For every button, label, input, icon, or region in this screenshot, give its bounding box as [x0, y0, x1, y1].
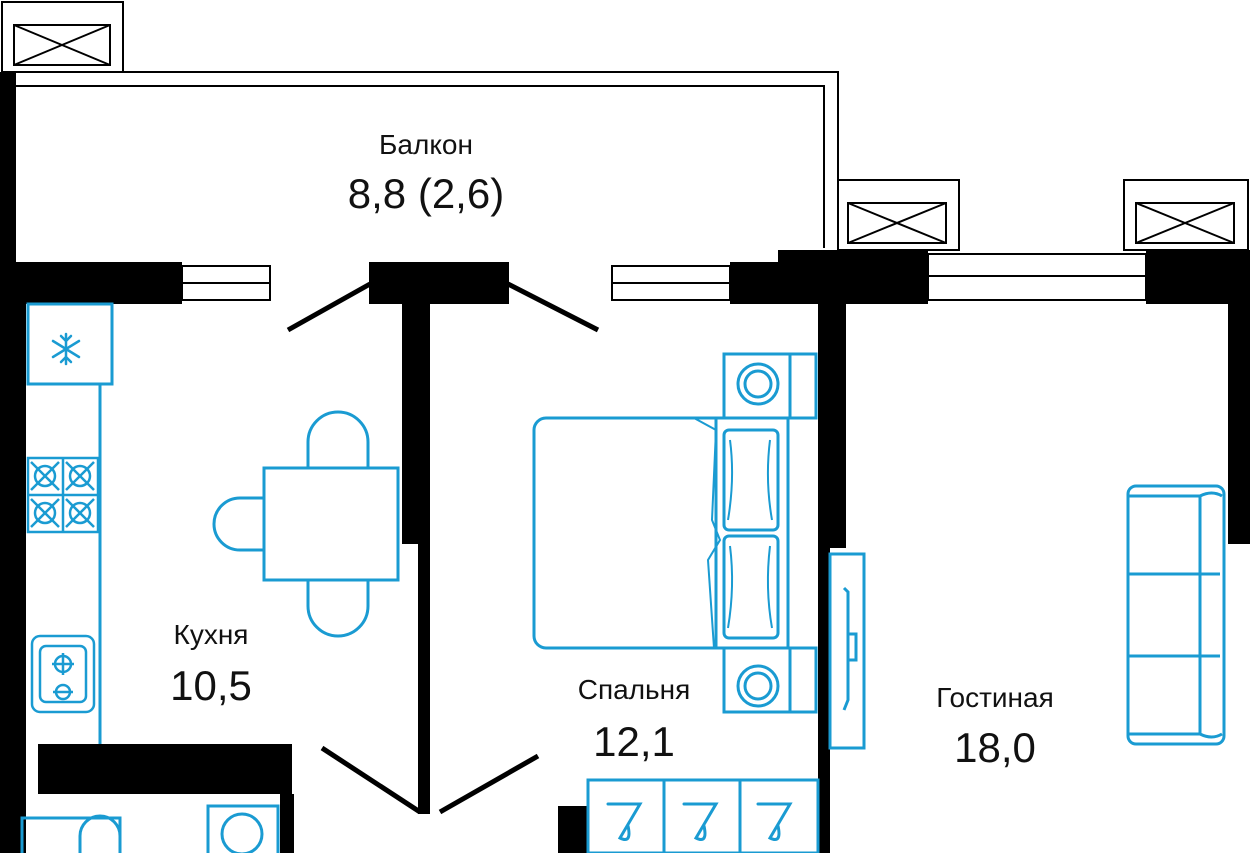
vent-grille-icon	[1, 1, 124, 73]
balcony-parapet	[10, 71, 839, 248]
window	[181, 265, 271, 301]
bathroom-fixtures	[20, 804, 280, 853]
nightstand	[722, 352, 818, 420]
sink-icon	[30, 634, 96, 714]
balcony-area: 8,8 (2,6)	[348, 170, 504, 217]
wardrobe	[586, 778, 820, 853]
balcony-name: Балкон	[379, 129, 473, 160]
window	[611, 265, 731, 301]
snowflake-icon	[51, 332, 81, 366]
walls	[0, 72, 1250, 853]
sofa	[1126, 484, 1226, 746]
bedroom-area: 12,1	[593, 718, 675, 765]
tv-stand	[828, 552, 866, 750]
double-bed	[532, 416, 790, 650]
hanger-icon	[606, 802, 793, 841]
stove-burners-icon	[26, 456, 100, 534]
living-name: Гостиная	[936, 682, 1054, 713]
door-swing	[286, 281, 600, 815]
nightstand	[722, 646, 818, 714]
kitchen-name: Кухня	[174, 619, 249, 650]
dining-table	[212, 410, 400, 638]
vent-grille-icon	[1123, 179, 1249, 251]
bedroom-name: Спальня	[578, 674, 691, 705]
kitchen-area: 10,5	[170, 662, 252, 709]
window	[927, 253, 1147, 301]
living-area: 18,0	[954, 724, 1036, 771]
vent-grille-icon	[837, 179, 960, 251]
fridge	[26, 302, 114, 386]
